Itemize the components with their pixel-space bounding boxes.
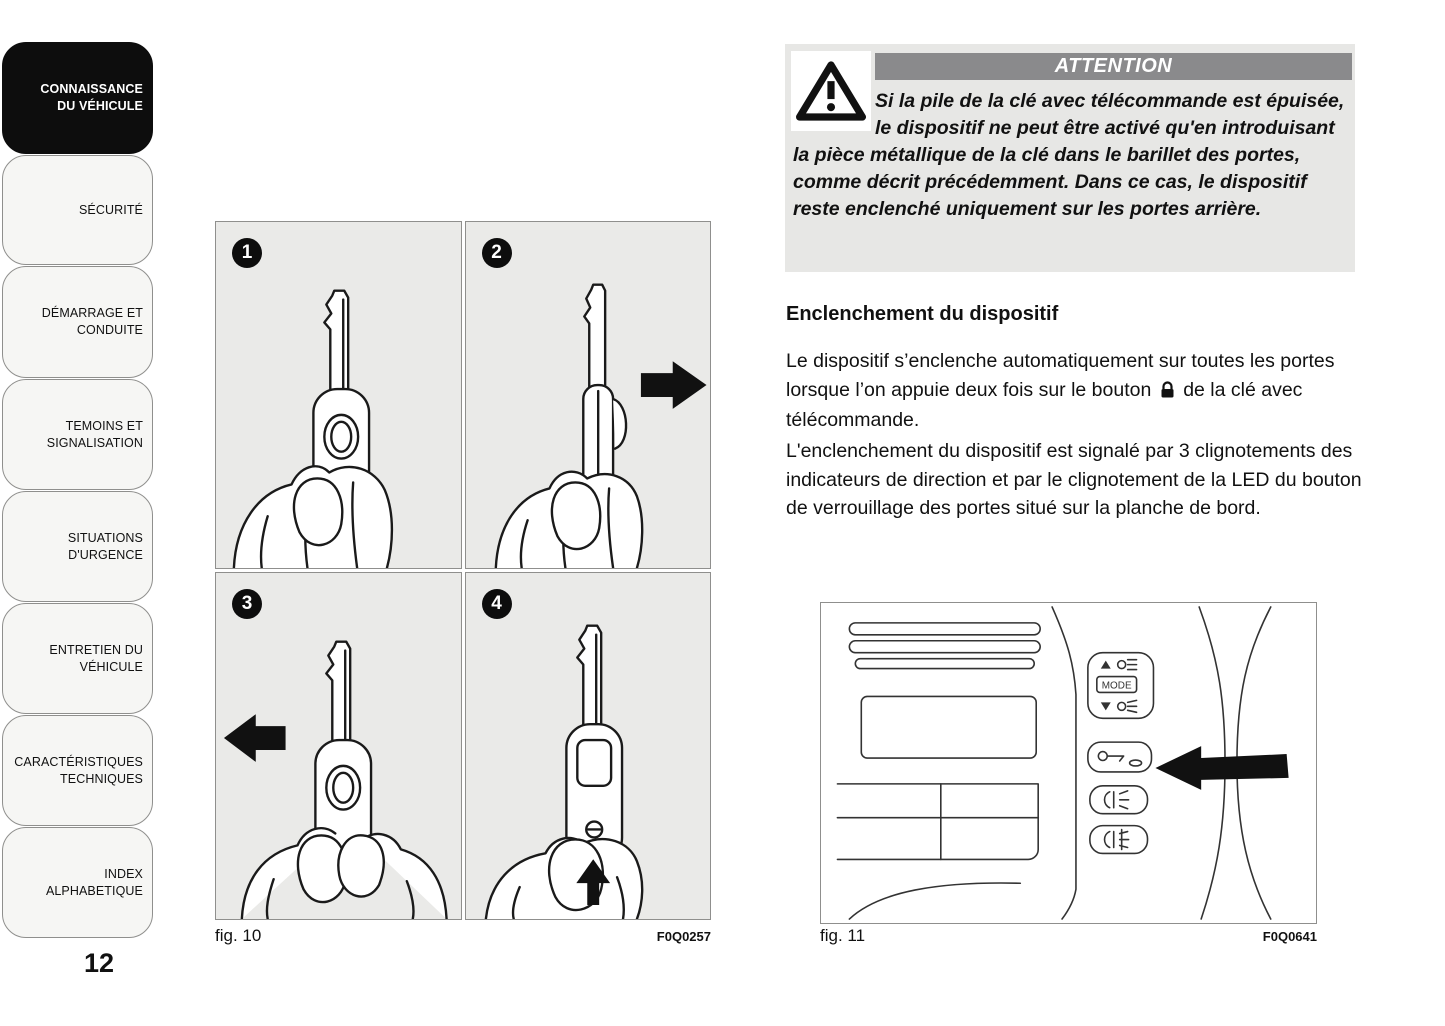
dashboard-buttons-illustration: MODE	[836, 606, 1289, 920]
panel-number-badge: 4	[481, 589, 512, 619]
key-front-two-hands-illustration	[223, 640, 448, 919]
sidebar-item-label: INDEX ALPHABETIQUE	[45, 866, 143, 898]
arrow-left-icon	[223, 714, 286, 762]
sidebar-item-demarrage-et-conduite: DÉMARRAGE ET CONDUITE	[2, 266, 153, 378]
fig10-panel-3: 3	[215, 572, 462, 920]
attention-text: Si la pile de la clé avec télécommande e…	[793, 90, 1345, 220]
attention-title: ATTENTION	[875, 53, 1352, 80]
panel-number-badge: 2	[481, 238, 512, 268]
mode-button-label: MODE	[1102, 680, 1132, 691]
rear-fog-button	[1089, 824, 1149, 855]
sidebar-item-label: SÉCURITÉ	[78, 202, 143, 217]
panel-number: 3	[241, 593, 253, 614]
warning-triangle-icon	[791, 51, 871, 131]
fig10-panel-2: 2	[464, 221, 711, 569]
sidebar-item-entretien-du-vehicule: ENTRETIEN DU VÉHICULE	[2, 603, 153, 714]
figure-11: MODE	[820, 602, 1317, 924]
front-fog-button	[1089, 785, 1149, 815]
paragraph-1-text-before: Le dispositif s’enclenche automatiquemen…	[786, 350, 1335, 401]
sidebar-item-label: TEMOINS ET SIGNALISATION	[46, 418, 143, 450]
attention-box: ATTENTION Si la pile de la clé avec télé…	[785, 44, 1355, 272]
page-number: 12	[84, 948, 115, 978]
sidebar-item-label: CONNAISSANCE DU VÉHICULE	[40, 82, 143, 113]
key-back-in-hand-illustration	[484, 624, 643, 919]
figure-10: 1 2	[215, 221, 711, 920]
sidebar-item-label: DÉMARRAGE ET CONDUITE	[41, 306, 143, 337]
fig10-code: F0Q0257	[656, 929, 711, 944]
panel-number: 4	[491, 593, 502, 614]
sidebar-item-index-alphabetique: INDEX ALPHABETIQUE	[2, 827, 153, 938]
fig10-caption: fig. 10	[215, 926, 262, 945]
panel-number: 2	[491, 242, 502, 263]
door-lock-button	[1087, 741, 1153, 773]
section-heading: Enclenchement du dispositif	[786, 303, 1059, 325]
sidebar-item-caracteristiques-techniques: CARACTÉRISTIQUES TECHNIQUES	[2, 715, 153, 826]
panel-number: 1	[241, 242, 253, 263]
arrow-up-small-icon	[1100, 660, 1111, 669]
panel-number-badge: 1	[232, 238, 262, 268]
arrow-right-icon	[640, 361, 707, 409]
arrow-down-small-icon	[1100, 702, 1111, 711]
fig10-caption-row: fig. 10 F0Q0257	[215, 926, 711, 946]
attention-text-wrap: Si la pile de la clé avec télécommande e…	[793, 88, 1347, 223]
fig11-caption-row: fig. 11 F0Q0641	[820, 926, 1317, 946]
paragraph-2: L'enclenchement du dispositif est signal…	[786, 440, 1362, 519]
sidebar-item-temoins-et-signalisation: TEMOINS ET SIGNALISATION	[2, 379, 153, 490]
sidebar-item-label: ENTRETIEN DU VÉHICULE	[49, 642, 143, 674]
sidebar-item-label: CARACTÉRISTIQUES TECHNIQUES	[14, 754, 143, 786]
fig11-code: F0Q0641	[1262, 929, 1317, 944]
sidebar-item-situations-durgence: SITUATIONS D'URGENCE	[2, 491, 153, 602]
key-front-in-hand-illustration	[232, 289, 394, 568]
attention-float-spacer	[793, 88, 875, 138]
mode-button	[1087, 651, 1155, 720]
sidebar-item-connaissance-du-vehicule: CONNAISSANCE DU VÉHICULE	[2, 42, 153, 154]
arrow-up-icon	[575, 859, 610, 906]
fig10-panel-4: 4	[464, 572, 711, 920]
lock-icon	[1160, 378, 1175, 407]
pointer-arrow-icon	[1155, 746, 1289, 790]
sidebar-item-securite: SÉCURITÉ	[2, 155, 153, 265]
sidebar-item-label: SITUATIONS D'URGENCE	[67, 530, 143, 562]
key-side-in-hand-illustration	[494, 283, 707, 568]
fig11-caption: fig. 11	[820, 926, 866, 945]
paragraph-1: Le dispositif s’enclenche automatiquemen…	[786, 347, 1364, 435]
paragraph-1-text-after: de la clé avec télécommande.	[786, 378, 1303, 432]
panel-number-badge: 3	[232, 589, 262, 619]
fig10-panel-1: 1	[215, 221, 462, 569]
